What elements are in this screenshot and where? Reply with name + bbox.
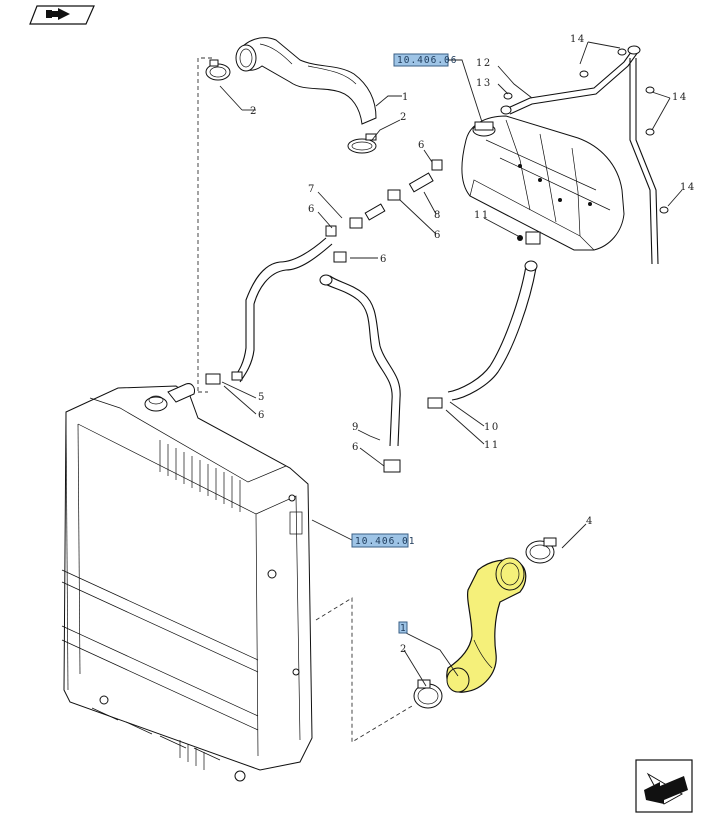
callout-14-c: 14 <box>680 182 696 193</box>
overflow-pipe-assembly <box>500 45 659 265</box>
leader-lines <box>219 41 683 687</box>
callout-11-a: 11 <box>474 210 490 221</box>
lower-radiator-hose-highlighted[interactable] <box>446 557 527 693</box>
dashed-assembly-lines <box>197 57 413 743</box>
pipe-clip-set <box>503 48 669 214</box>
upper-radiator-hose <box>235 37 377 125</box>
next-page-arrow-icon[interactable] <box>635 759 693 813</box>
callout-6-a: 6 <box>258 410 266 421</box>
callout-4: 4 <box>586 516 594 527</box>
callout-6-d: 6 <box>434 230 442 241</box>
callout-2-upper-right: 2 <box>400 112 408 123</box>
callout-2-upper-left: 2 <box>250 106 258 117</box>
ref-label-radiator: 10.406.01 <box>355 536 415 547</box>
callout-6-f: 6 <box>352 442 360 453</box>
ref-box-highlighted-hose[interactable]: 1 <box>398 621 408 634</box>
callout-14-a: 14 <box>570 34 586 45</box>
hose-clamp-lower-right <box>525 537 557 564</box>
callout-1-upper-hose: 1 <box>402 92 410 103</box>
hose-clamp-upper-right <box>347 133 377 154</box>
ref-label-highlighted-hose: 1 <box>400 623 407 634</box>
callout-9: 9 <box>352 422 360 433</box>
callout-5: 5 <box>258 392 266 403</box>
callout-11-b: 11 <box>484 440 500 451</box>
ref-label-expansion-tank: 10.406.06 <box>397 55 457 66</box>
callout-8: 8 <box>434 210 442 221</box>
ref-box-radiator[interactable]: 10.406.01 <box>351 533 415 548</box>
callout-13: 13 <box>476 78 492 89</box>
callout-12: 12 <box>476 58 492 69</box>
callout-6-c: 6 <box>308 204 316 215</box>
hose-clamp-lower-left <box>413 679 443 709</box>
callout-6-e: 6 <box>380 254 388 265</box>
coolant-hose-left <box>231 237 333 383</box>
radiator <box>61 383 313 782</box>
callout-10: 10 <box>484 422 500 433</box>
callout-7: 7 <box>308 184 316 195</box>
callout-14-b: 14 <box>672 92 688 103</box>
coolant-hose-9 <box>319 274 401 447</box>
callout-labels: 1 2 2 2 4 5 6 6 6 6 6 6 7 8 9 10 11 11 1… <box>250 34 696 655</box>
expansion-tank <box>461 115 625 251</box>
hose-clamp-upper-left <box>205 59 231 81</box>
connector-fittings <box>325 159 443 263</box>
ref-box-expansion-tank[interactable]: 10.406.06 <box>393 53 457 67</box>
callout-6-b: 6 <box>418 140 426 151</box>
callout-2-lower: 2 <box>400 644 408 655</box>
coolant-hose-10 <box>447 260 538 401</box>
tank-outlet-fitting <box>517 231 541 245</box>
return-arrow-icon[interactable] <box>29 5 95 25</box>
